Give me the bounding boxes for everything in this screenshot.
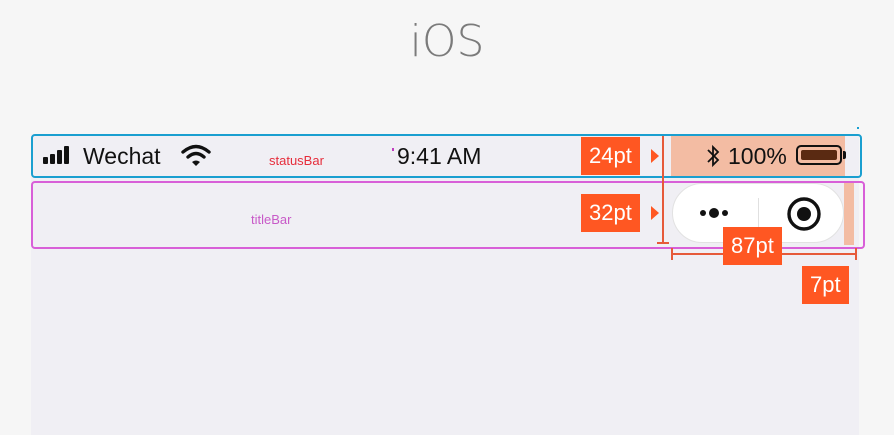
bluetooth-icon	[707, 144, 720, 168]
battery-icon	[796, 145, 842, 165]
target-circle-icon[interactable]	[786, 196, 822, 232]
width-guide-cap-right	[855, 248, 857, 260]
tag-arrow	[651, 149, 659, 163]
battery-percentage: 100%	[728, 143, 787, 169]
signal-icon	[43, 146, 77, 164]
capsule-width-tag: 87pt	[723, 227, 782, 265]
status-bar: Wechat statusBar 9:41 AM 100%	[31, 134, 862, 178]
titlebar-label: titleBar	[251, 212, 292, 227]
page-heading: iOS	[409, 16, 485, 67]
battery-tip	[843, 151, 846, 159]
tag-arrow	[651, 206, 659, 220]
right-margin-tag: 7pt	[802, 266, 849, 304]
statusbar-label: statusBar	[269, 153, 324, 168]
carrier-name: Wechat	[83, 143, 161, 169]
status-height-tag: 24pt	[581, 137, 640, 175]
width-guide-cap-left	[671, 248, 673, 260]
capsule-margin-highlight	[844, 183, 854, 245]
statusbar-outline	[31, 134, 862, 178]
height-guide-cap-bottom	[657, 242, 669, 244]
titlebar-outline	[31, 181, 865, 249]
wifi-icon	[181, 144, 211, 166]
title-height-tag: 32pt	[581, 194, 640, 232]
capsule-divider	[758, 198, 759, 228]
phone-screen	[31, 134, 859, 435]
status-time: 9:41 AM	[397, 143, 482, 169]
height-guide-line	[662, 136, 664, 243]
more-dots-icon[interactable]	[698, 204, 738, 222]
marker-dot	[392, 148, 394, 151]
marker-dot	[857, 127, 859, 129]
